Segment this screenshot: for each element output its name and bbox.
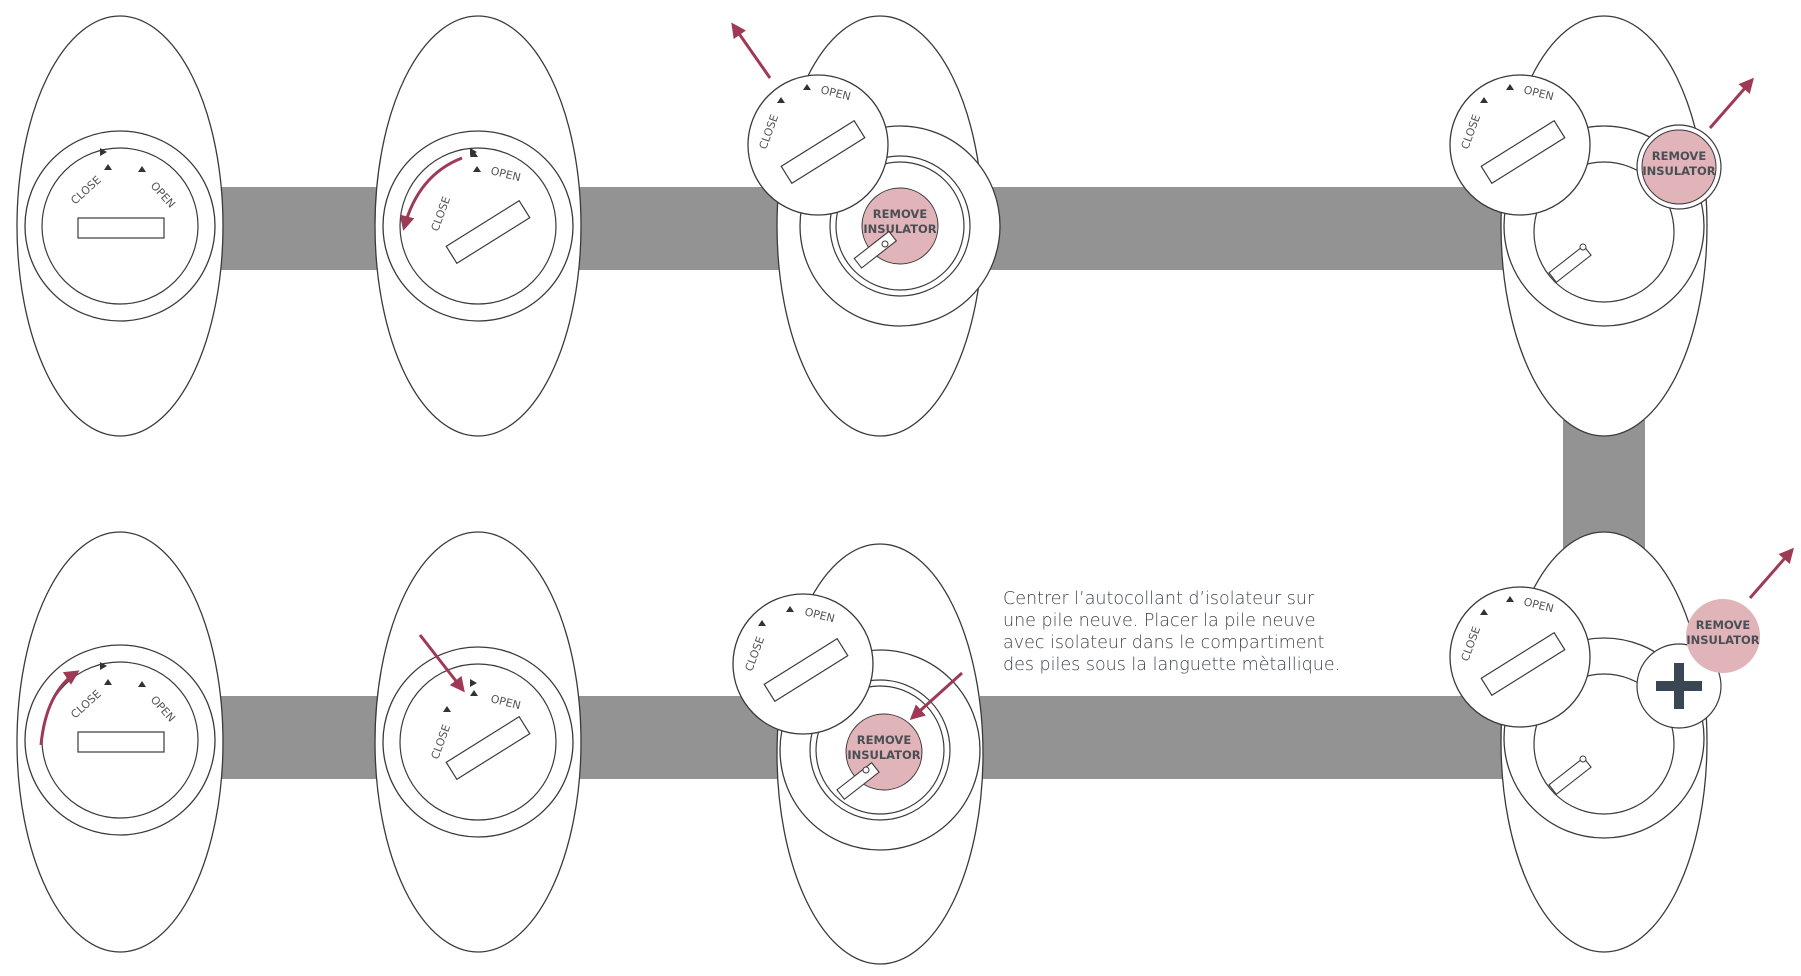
triangle-marker-icon	[777, 97, 785, 103]
triangle-marker-icon	[1480, 609, 1488, 615]
pull-arrow-icon	[1708, 77, 1754, 129]
insulator-label-line2: INSULATOR	[863, 222, 936, 236]
triangle-marker-icon	[100, 148, 107, 156]
insulator-label-line1: REMOVE	[857, 733, 912, 747]
insulator-label-line1: REMOVE	[1652, 149, 1707, 163]
triangle-marker-icon	[1506, 596, 1514, 602]
insulator-label-line2: INSULATOR	[1642, 164, 1715, 178]
insulator-label-line1: REMOVE	[873, 207, 928, 221]
triangle-marker-icon	[1506, 84, 1514, 90]
instruction-line: avec isolateur dans le compartiment	[1003, 633, 1325, 653]
step-1-closed-device: CLOSE OPEN	[16, 15, 224, 437]
insulator-label-line2: INSULATOR	[847, 748, 920, 762]
step-2-rotate-open-device: CLOSE OPEN	[374, 15, 582, 437]
step-7-cap-placed-device: CLOSE OPEN	[374, 531, 582, 953]
push-arrow-icon	[418, 634, 465, 693]
step-5-new-battery-device: CLOSE OPEN REMOVE INSULATOR	[1449, 531, 1794, 953]
pull-arrow-icon	[731, 22, 772, 79]
insulator-sticker	[1641, 129, 1717, 205]
insulator-label-line1: REMOVE	[1696, 618, 1751, 632]
insulator-label-line2: INSULATOR	[1686, 633, 1759, 647]
connector-bars	[200, 187, 1645, 779]
step-3-cap-lifted-device: REMOVE INSULATOR CLOSE OPEN	[731, 15, 1001, 437]
triangle-marker-icon	[443, 706, 451, 712]
triangle-marker-icon	[104, 164, 112, 170]
metal-tab	[853, 230, 898, 269]
triangle-marker-icon	[138, 166, 146, 172]
step-6-insert-battery-device: REMOVE INSULATOR CLOSE OPEN	[732, 543, 984, 965]
triangle-marker-icon	[1480, 97, 1488, 103]
triangle-marker-icon	[138, 681, 146, 687]
instruction-line: des piles sous la languette mètallique.	[1003, 655, 1341, 675]
triangle-marker-icon	[786, 606, 794, 612]
plus-icon	[1656, 663, 1702, 709]
triangle-marker-icon	[803, 84, 811, 90]
triangle-marker-icon	[758, 620, 766, 626]
instruction-line: une pile neuve. Placer la pile neuve	[1003, 611, 1316, 631]
metal-tab	[1548, 244, 1592, 284]
push-arrow-icon	[909, 671, 964, 721]
triangle-marker-icon	[470, 679, 477, 687]
step-4-insulator-removed-device: CLOSE OPEN REMOVE INSULATOR	[1449, 15, 1754, 437]
triangle-marker-icon	[470, 151, 478, 157]
rotate-arrow-icon	[39, 670, 80, 746]
step-8-closed-device: CLOSE OPEN	[16, 531, 224, 953]
instruction-line: Centrer l’autocollant d’isolateur sur	[1003, 589, 1315, 609]
instruction-note: Centrer l’autocollant d’isolateur sur un…	[1003, 588, 1393, 676]
triangle-marker-icon	[104, 679, 112, 685]
triangle-marker-icon	[100, 662, 107, 670]
triangle-marker-icon	[473, 166, 481, 172]
triangle-marker-icon	[470, 690, 478, 696]
rotate-arrow-icon	[399, 156, 463, 231]
insulator-sticker	[1686, 599, 1760, 673]
pull-arrow-icon	[1748, 547, 1794, 599]
metal-tab	[1548, 756, 1592, 796]
